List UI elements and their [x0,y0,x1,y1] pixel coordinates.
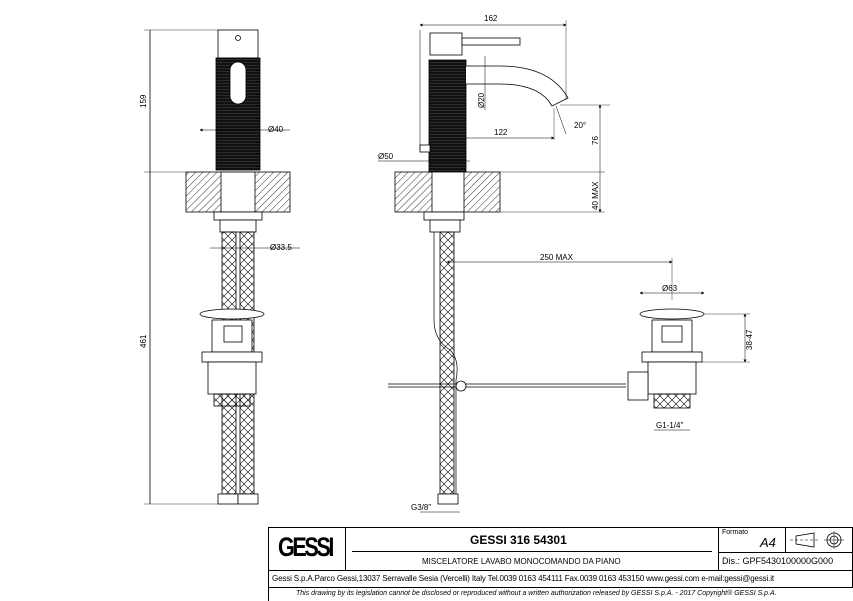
dim-dia-body: Ø40 [268,125,284,134]
dim-spout-length: 162 [484,14,498,23]
waste-detail [627,291,750,431]
dim-spout-reach: 122 [494,128,508,137]
dim-height-total: 461 [139,334,148,348]
dim-hose-thread: G3/8" [411,503,431,512]
waste-cap [199,308,265,320]
lever [461,37,521,46]
dim-waste-range: 38-47 [745,329,754,350]
dim-angle: 20° [574,121,586,130]
gessi-logo: GESSI [278,532,334,562]
dim-deck-max: 40 MAX [591,181,600,210]
lever-handle [217,29,259,59]
spout [466,65,569,107]
dim-height-top: 159 [139,94,148,108]
company-address: Gessi S.p.A.Parco Gessi,13037 Serravalle… [272,574,774,583]
product-description: MISCELATORE LAVABO MONOCOMANDO DA PIANO [422,557,621,566]
side-view [378,20,673,513]
dim-dia-base: Ø50 [378,152,394,161]
drawing-number: Dis.: GPF5430100000G000 [722,556,834,566]
disclaimer: This drawing by its legislation cannot b… [296,590,777,597]
dim-hose-length: 250 MAX [540,253,574,262]
handle-block [429,32,463,56]
format-label: Formato [722,529,749,536]
projection-symbol-icon [790,531,844,549]
format-value: A4 [760,535,776,550]
product-code: GESSI 316 54301 [470,533,567,547]
dim-dia-hose: Ø33.5 [270,243,292,252]
dim-waste-thread: G1-1/4" [656,421,683,430]
dim-spout-height: 76 [591,136,600,145]
dim-dia-waste: Ø63 [662,284,678,293]
dim-dia-spout: Ø20 [477,92,486,108]
front-view [144,29,300,505]
